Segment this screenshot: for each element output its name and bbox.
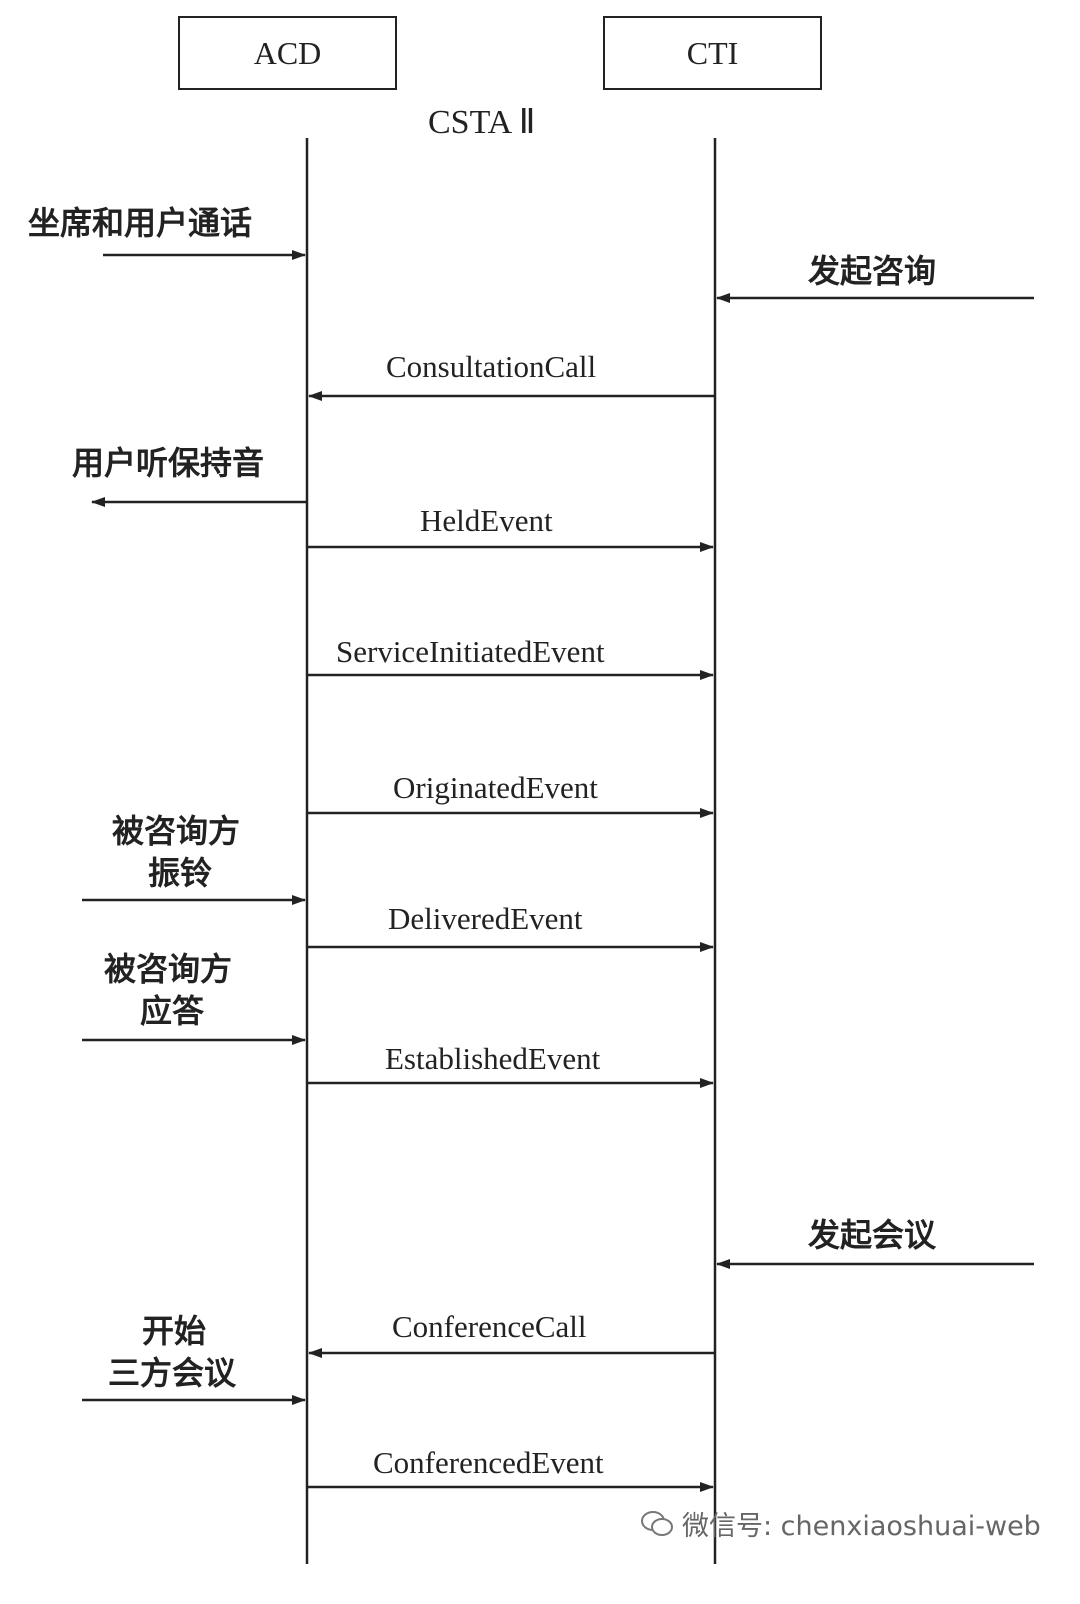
label-service-initiated-event: ServiceInitiatedEvent — [336, 634, 605, 669]
note-start-conference: 发起会议 — [808, 1216, 937, 1254]
note-consulted-answer-line1: 被咨询方 — [104, 950, 233, 988]
note-consulted-ringing-line1: 被咨询方 — [112, 812, 241, 850]
note-consulted-ringing-line2: 振铃 — [148, 854, 213, 892]
cti-box: CTI — [603, 16, 822, 90]
label-delivered-event: DeliveredEvent — [388, 901, 583, 936]
note-start-consult: 发起咨询 — [808, 252, 937, 290]
label-established-event: EstablishedEvent — [385, 1041, 601, 1076]
watermark: 微信号: chenxiaoshuai-web — [640, 1504, 1041, 1543]
acd-box: ACD — [178, 16, 397, 90]
note-agent-user-talk: 坐席和用户通话 — [28, 204, 253, 242]
label-originated-event: OriginatedEvent — [393, 770, 598, 805]
note-consulted-answer-line2: 应答 — [140, 992, 205, 1030]
note-three-way-line1: 开始 — [142, 1312, 207, 1350]
label-consultation-call: ConsultationCall — [386, 349, 597, 384]
protocol-label: CSTA Ⅱ — [428, 104, 536, 141]
wechat-icon — [640, 1509, 674, 1539]
note-three-way-line2: 三方会议 — [108, 1354, 237, 1392]
label-held-event: HeldEvent — [420, 503, 553, 538]
watermark-text: 微信号: chenxiaoshuai-web — [682, 1511, 1041, 1542]
label-conference-call: ConferenceCall — [392, 1309, 587, 1344]
label-conferenced-event: ConferencedEvent — [373, 1445, 604, 1480]
note-user-hold-music: 用户听保持音 — [72, 444, 265, 482]
